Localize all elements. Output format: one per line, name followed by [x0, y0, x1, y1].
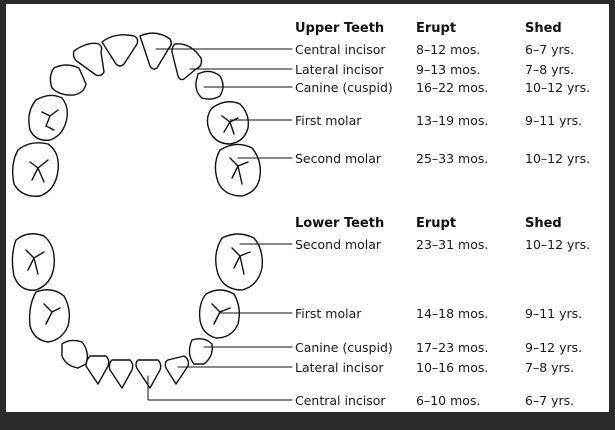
lower-first-molar-erupt: 14–18 mos.: [416, 306, 489, 321]
upper-left-central-incisor: [101, 34, 139, 67]
lower-first-molar-shed: 9–11 yrs.: [525, 306, 583, 321]
lower-left-canine: [61, 339, 89, 369]
upper-teeth-header: Upper Teeth: [295, 21, 385, 36]
lower-shed-header: Shed: [525, 216, 562, 231]
lower-lateral-incisor-erupt: 10–16 mos.: [416, 360, 489, 375]
upper-right-central-incisor: [139, 32, 172, 70]
leader-lines: [147, 48, 293, 401]
upper-arch: [11, 32, 262, 197]
lower-canine-erupt: 17–23 mos.: [416, 340, 489, 355]
lower-second-molar-erupt: 23–31 mos.: [416, 237, 489, 252]
upper-right-first-molar-groove: [221, 115, 239, 135]
lower-erupt-header: Erupt: [416, 216, 457, 231]
lower-left-first-molar-groove: [43, 303, 61, 325]
upper-lateral-incisor-erupt: 9–13 mos.: [416, 62, 481, 77]
lower-right-canine: [188, 337, 214, 365]
upper-second-molar-name: Second molar: [295, 151, 382, 166]
teeth-chart: Upper Teeth Erupt Shed Central incisor 8…: [6, 4, 609, 412]
upper-second-molar-erupt: 25–33 mos.: [416, 151, 489, 166]
lower-right-central-incisor: [135, 359, 162, 389]
lower-left-second-molar: [11, 233, 55, 291]
lower-central-incisor-erupt: 6–10 mos.: [416, 393, 481, 408]
lower-right-second-molar-groove: [231, 247, 251, 275]
upper-canine-erupt: 16–22 mos.: [416, 80, 489, 95]
lower-teeth-header: Lower Teeth: [295, 216, 385, 231]
upper-left-first-molar: [28, 94, 69, 141]
upper-central-incisor-shed: 6–7 yrs.: [525, 42, 575, 57]
upper-shed-header: Shed: [525, 21, 562, 36]
lower-right-first-molar: [198, 289, 241, 339]
lower-right-first-molar-groove: [211, 303, 231, 325]
lower-left-central-incisor: [108, 359, 134, 389]
upper-first-molar-erupt: 13–19 mos.: [416, 113, 489, 128]
upper-canine-shed: 10–12 yrs.: [525, 80, 591, 95]
upper-lateral-incisor-name: Lateral incisor: [295, 62, 384, 77]
upper-right-second-molar: [214, 143, 262, 197]
lower-central-incisor-shed: 6–7 yrs.: [525, 393, 575, 408]
lower-second-molar-shed: 10–12 yrs.: [525, 237, 591, 252]
lower-right-lateral-incisor: [164, 355, 190, 385]
teeth-diagram: [11, 32, 293, 401]
lower-canine-shed: 9–12 yrs.: [525, 340, 583, 355]
lower-central-incisor-name: Central incisor: [295, 393, 386, 408]
upper-first-molar-shed: 9–11 yrs.: [525, 113, 583, 128]
lower-left-lateral-incisor: [85, 355, 110, 385]
lower-first-molar-name: First molar: [295, 306, 362, 321]
upper-erupt-header: Erupt: [416, 21, 457, 36]
upper-canine-name: Canine (cuspid): [295, 80, 393, 95]
upper-left-canine: [49, 64, 87, 96]
leader-lower-central-incisor: [147, 375, 293, 401]
upper-right-first-molar: [206, 101, 250, 145]
upper-right-second-molar-groove: [229, 157, 249, 185]
lower-lateral-incisor-name: Lateral incisor: [295, 360, 384, 375]
lower-left-second-molar-groove: [25, 249, 45, 275]
lower-right-second-molar: [215, 233, 264, 291]
upper-lateral-incisor-shed: 7–8 yrs.: [525, 62, 575, 77]
upper-second-molar-shed: 10–12 yrs.: [525, 151, 591, 166]
upper-right-canine: [195, 70, 224, 100]
upper-left-second-molar-groove: [29, 159, 49, 183]
lower-second-molar-name: Second molar: [295, 237, 382, 252]
lower-left-first-molar: [28, 289, 71, 343]
lower-arch: [11, 233, 264, 389]
lower-canine-name: Canine (cuspid): [295, 340, 393, 355]
upper-left-first-molar-groove: [41, 109, 59, 131]
upper-central-incisor-erupt: 8–12 mos.: [416, 42, 481, 57]
upper-first-molar-name: First molar: [295, 113, 362, 128]
upper-left-lateral-incisor: [72, 42, 105, 77]
upper-central-incisor-name: Central incisor: [295, 42, 386, 57]
upper-left-second-molar: [11, 142, 59, 197]
lower-lateral-incisor-shed: 7–8 yrs.: [525, 360, 575, 375]
